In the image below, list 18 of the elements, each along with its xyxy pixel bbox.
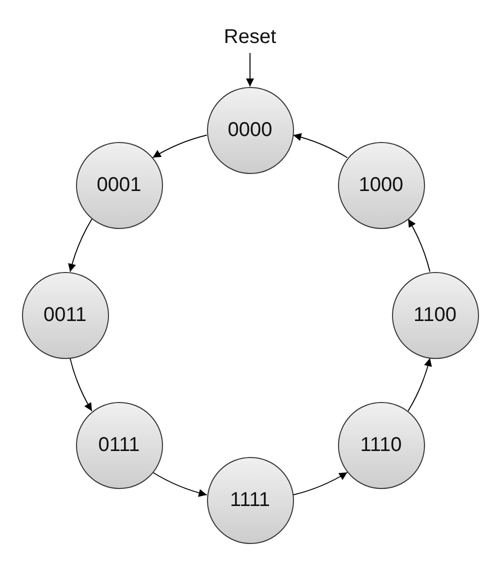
state-label: 1110 bbox=[360, 433, 402, 457]
transition-arrow bbox=[70, 358, 92, 412]
state-label: 0001 bbox=[96, 173, 142, 197]
state-label: 1100 bbox=[413, 303, 456, 327]
transition-arrow bbox=[292, 133, 348, 158]
transition-arrow bbox=[408, 218, 430, 272]
transition-arrow bbox=[68, 218, 92, 272]
state-label: 1000 bbox=[358, 173, 404, 197]
transition-arrow bbox=[292, 472, 348, 496]
transition-arrow bbox=[152, 134, 208, 158]
input-label: Reset bbox=[214, 24, 286, 50]
transition-arrow bbox=[408, 358, 432, 412]
state-label: 0011 bbox=[43, 303, 86, 327]
transition-arrow bbox=[152, 472, 208, 497]
state-label: 0111 bbox=[98, 433, 140, 457]
transition-arrow bbox=[246, 52, 254, 87]
state-label: 0000 bbox=[228, 118, 272, 142]
state-label: 1111 bbox=[230, 488, 270, 512]
